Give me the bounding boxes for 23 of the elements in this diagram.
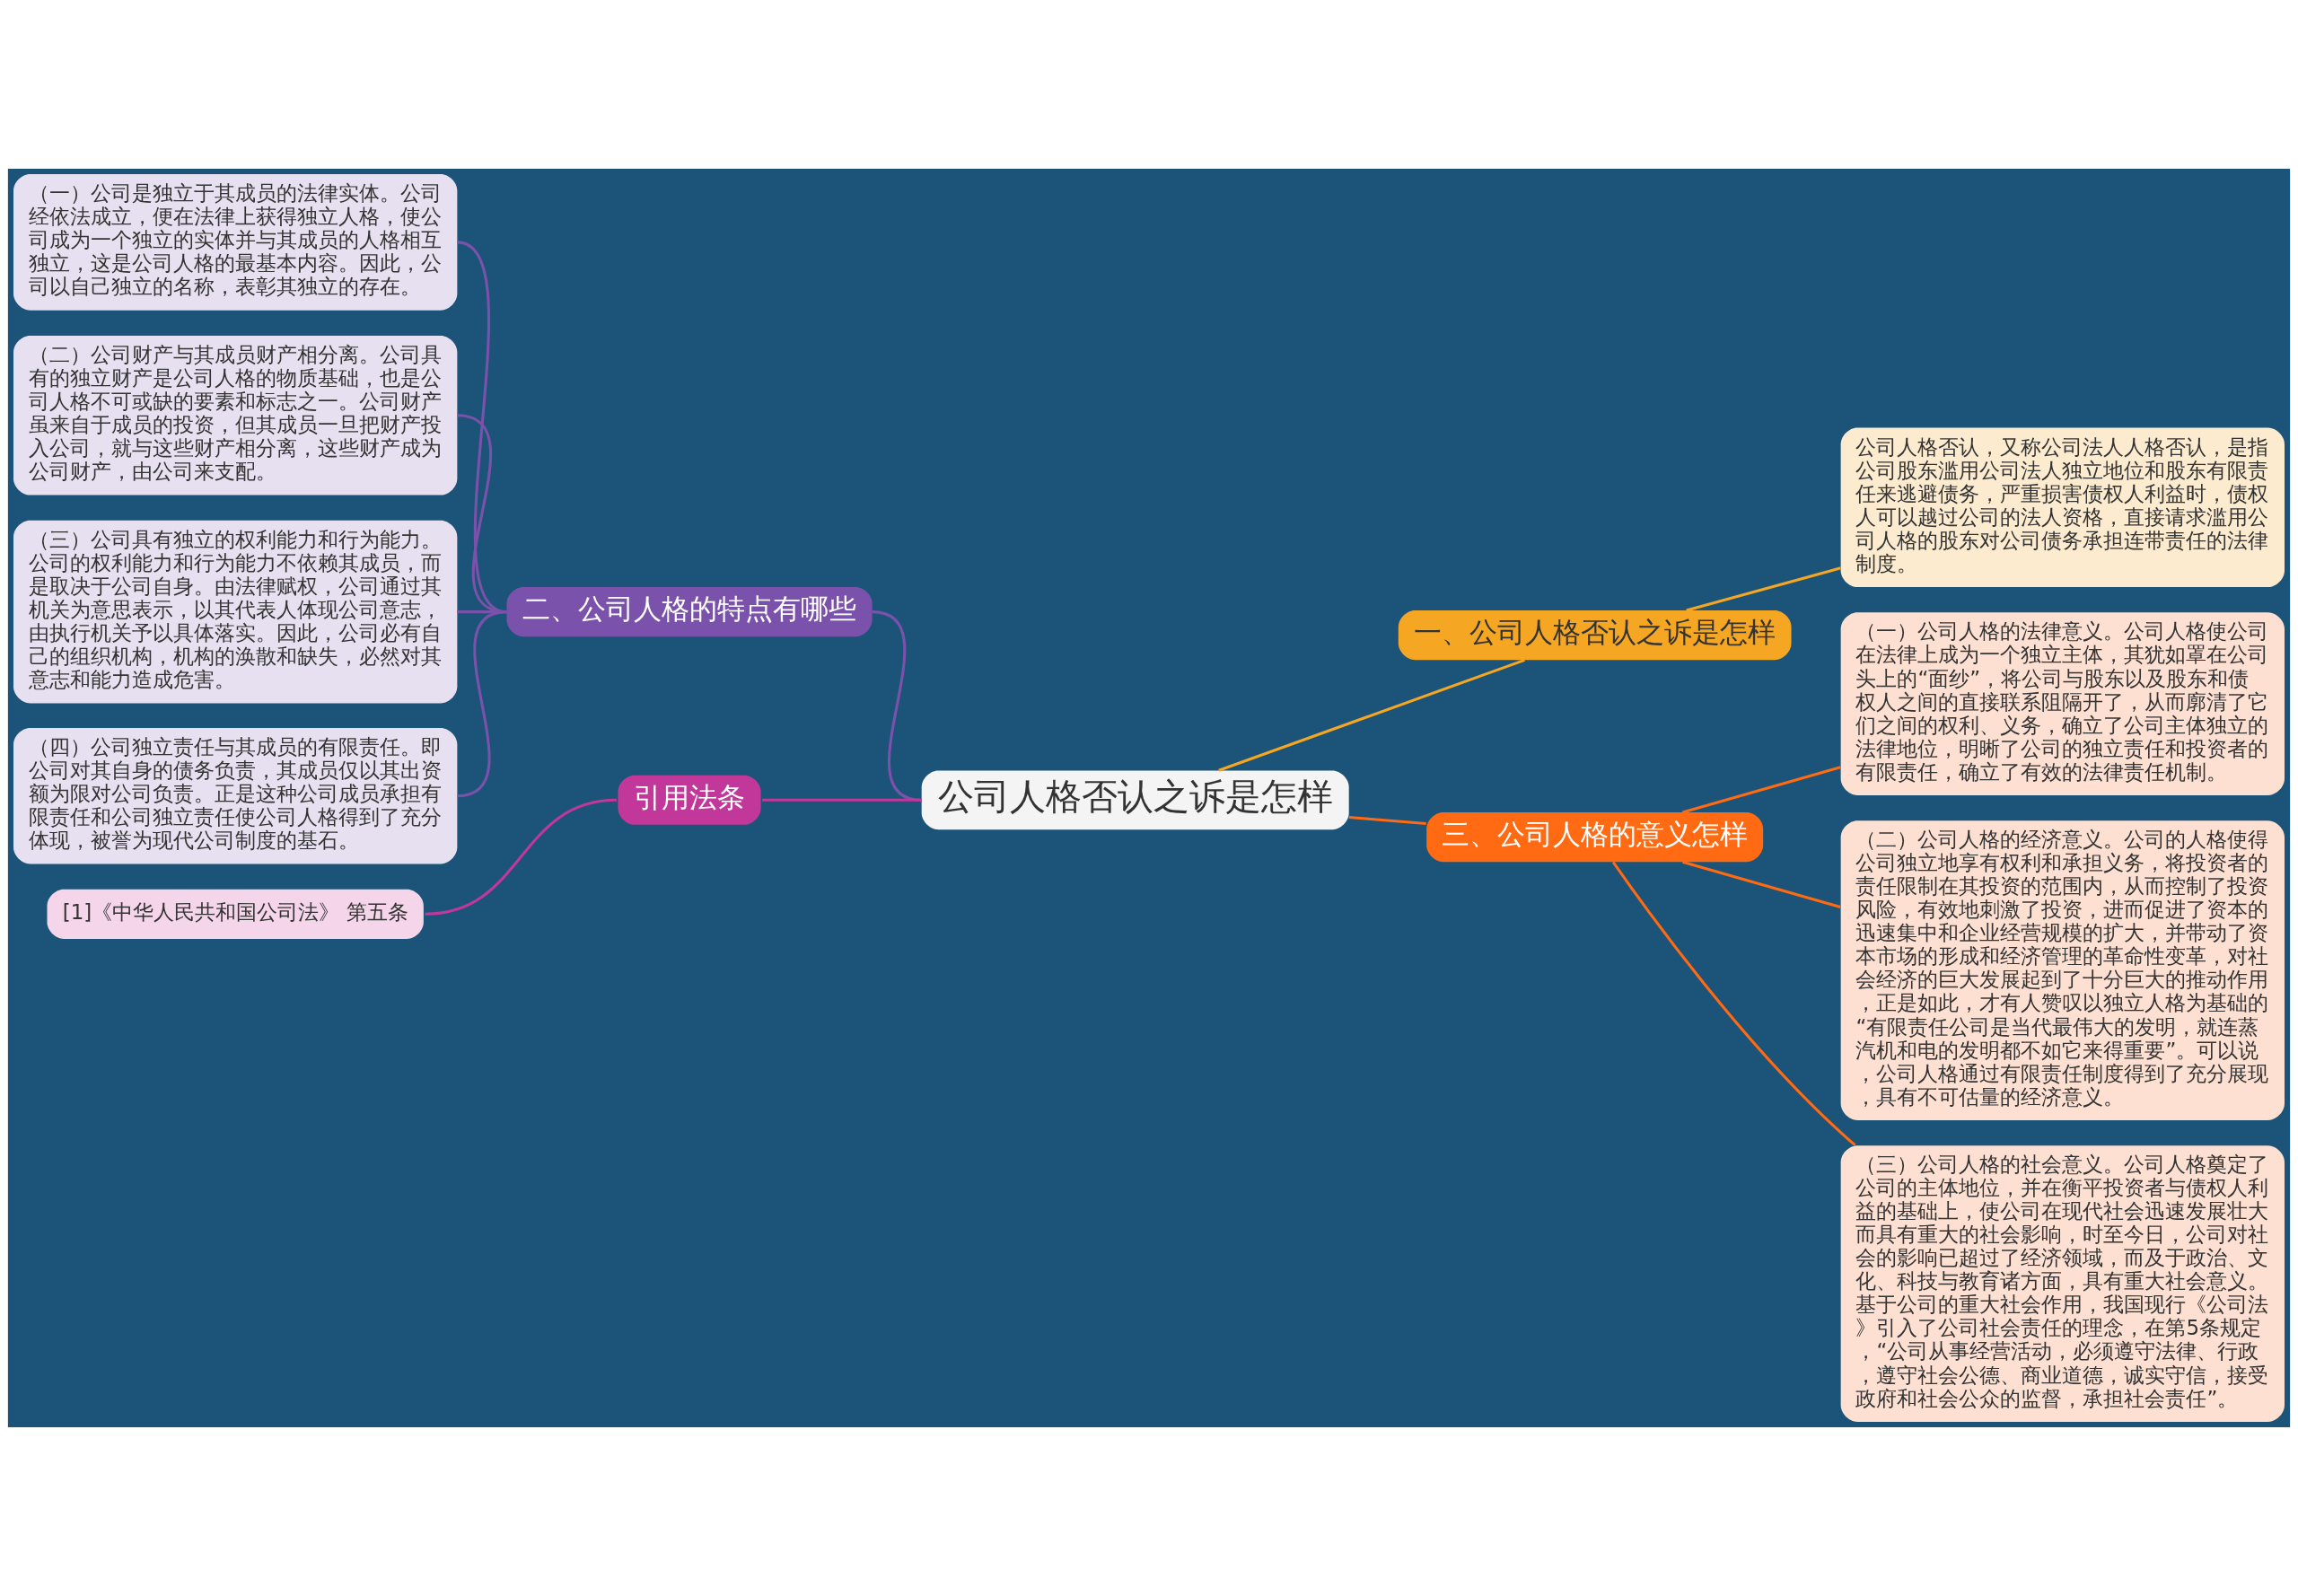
node-box: 引用法条 [618,775,761,825]
node-box: 三、公司人格的意义怎样 [1426,812,1764,863]
connector [1682,766,1841,814]
node-box: [1]《中华人民共和国公司法》 第五条 [47,889,424,939]
node-box: （一）公司人格的法律意义。公司人格使公司在法律上成为一个独立主体，其犹如罩在公司头上的“面纱”，将公司与股东以及股东和债权人之间的直接联系阻隔开了，从而廓清了它们之间的权利、义务，确立了公司主体独立的法律地位，明晰了公司的独立责任和投资者的有限责任，确立了有效的法律责任机制。 [1840,612,2285,795]
node-box: （三）公司具有独立的权利能力和行为能力。公司的权利能力和行为能力不依赖其成员，而是取决于公司自身。由法律赋权，公司通过其机关为意思表示，以其代表人体现公司意志，由执行机关予以具体落实。因此，公司必有自己的组织机构，机构的涣散和缺失，必然对其意志和能力造成危害。 [13,520,458,704]
node-box: （一）公司是独立于其成员的法律实体。公司经依法成立，便在法律上获得独立人格，使公司成为一个独立的实体并与其成员的人格相互独立，这是公司人格的最基本内容。因此，公司以自己独立的名称，表彰其独立的存在。 [13,174,458,311]
node-box: 公司人格否认之诉是怎样 [921,770,1349,830]
connector [1686,566,1841,612]
connector [1611,861,1856,1146]
node-box: 公司人格否认，又称公司法人人格否认，是指公司股东滥用公司法人独立地位和股东有限责任来逃避债务，严重损害债权人利益时，债权人可以越过公司的法人资格，直接请求滥用公司人格的股东对公司债务承担连带责任的法律制度。 [1840,427,2285,588]
connector [457,610,507,798]
node-box: （二）公司财产与其成员财产相分离。公司具有的独立财产是公司人格的物质基础，也是公司人格不可或缺的要素和标志之一。公司财产虽来自于成员的投资，但其成员一旦把财产投入公司，就与这些财产相分离，这些财产成为公司财产，由公司来支配。 [13,335,458,495]
node-box: （四）公司独立责任与其成员的有限责任。即公司对其自身的债务负责，其成员仅以其出资额为限对公司负责。正是这种公司成员承担有限责任和公司独立责任使公司人格得到了充分体现，被誉为现代公司制度的基石。 [13,727,458,864]
node-box: （二）公司人格的经济意义。公司的人格使得公司独立地享有权利和承担义务，将投资者的责任限制在其投资的范围内，从而控制了投资风险，有效地刺激了投资，进而促进了资本的迅速集中和企业经营规模的扩大，并带动了资本市场的形成和经济管理的革命性变革，对社会经济的巨大发展起到了十分巨大的推动作用，正是如此，才有人赞叹以独立人格为基础的“有限责任公司是当代最伟大的发明，就连蒸汽机和电的发明都不如它来得重要”。可以说，公司人格通过有限责任制度得到了充分展现，具有不可估量的经济意义。 [1840,820,2285,1120]
connector [1682,860,1841,909]
connector [1218,658,1525,772]
node-box: 一、公司人格否认之诉是怎样 [1398,610,1792,661]
connector [762,798,922,802]
node-box: 二、公司人格的特点有哪些 [506,587,873,637]
connector [425,798,618,916]
node-box: （三）公司人格的社会意义。公司人格奠定了公司的主体地位，并在衡平投资者与债权人利益的基础上，使公司在现代社会迅速发展壮大而具有重大的社会影响，时至今日，公司对社会的影响已超过了经济领域，而及于政治、文化、科技与教育诸方面，具有重大社会意义。基于公司的重大社会作用，我国现行《公司法》引入了公司社会责任的理念，在第5条规定，“公司从事经营活动，必须遵守法律、行政，遵守社会公德、商业道德，诚实守信，接受政府和社会公众的监督，承担社会责任”。 [1840,1145,2285,1422]
connector [1348,815,1426,825]
